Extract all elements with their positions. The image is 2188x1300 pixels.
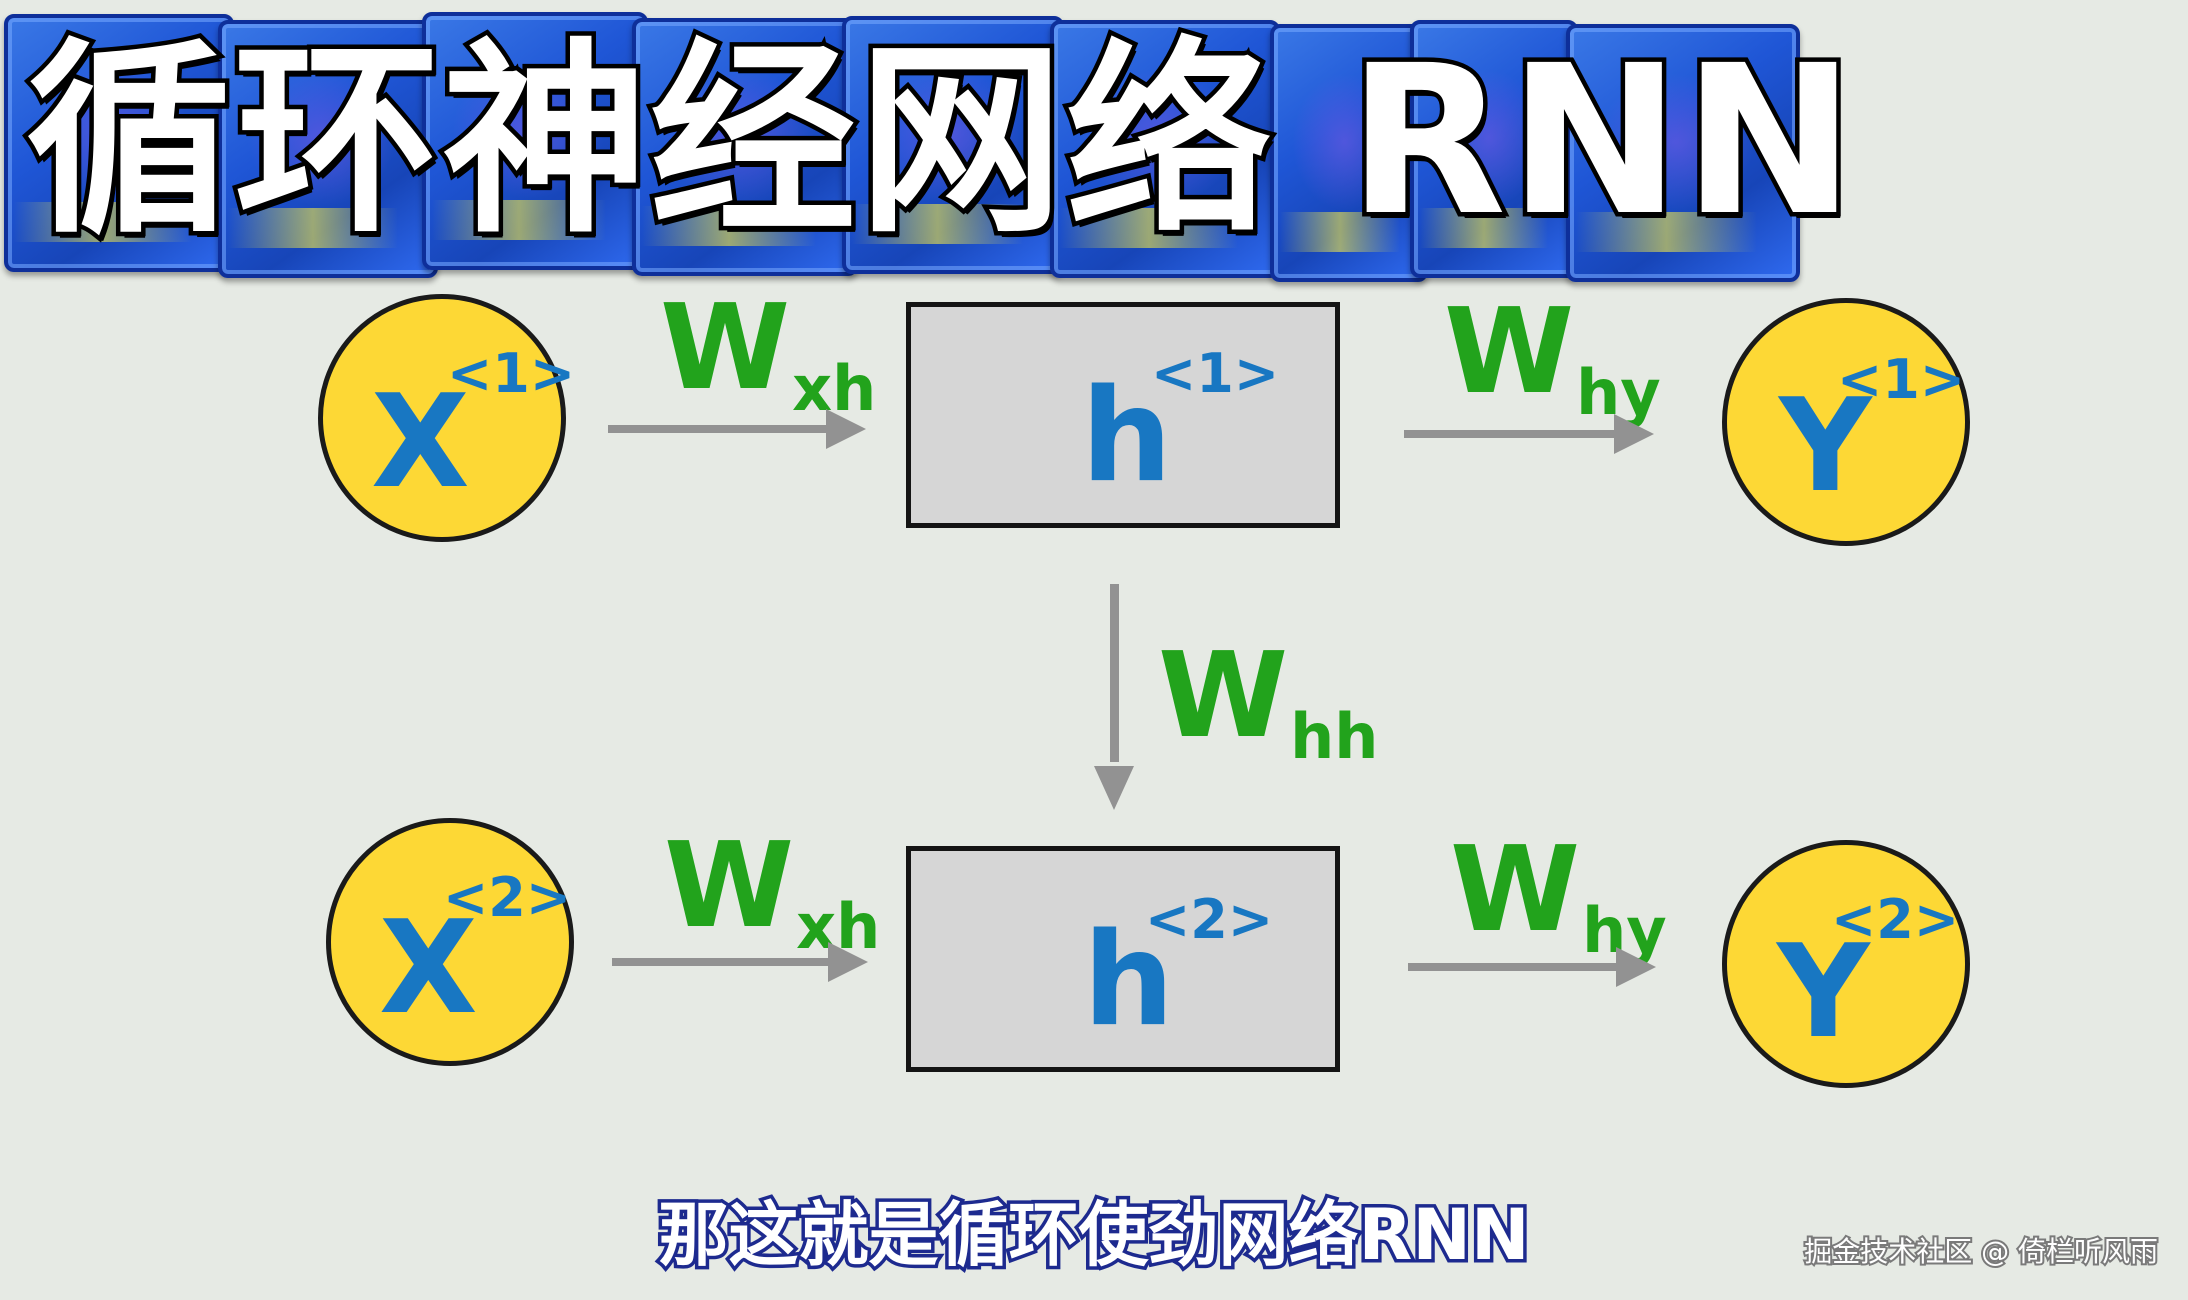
title-tile [1270, 24, 1428, 282]
subtitle-caption: 那这就是循环使劲网络RNN [655, 1191, 1533, 1280]
input-symbol: X [379, 894, 478, 1043]
hidden-state-h1: h <1> [906, 302, 1340, 528]
output-timestep: <1> [1837, 348, 1966, 411]
arrow-head [828, 942, 868, 982]
arrow-hidden-to-output-1 [1404, 430, 1618, 438]
watermark: 掘金技术社区 @ 倚栏听风雨 [1802, 1233, 2160, 1270]
output-symbol: Y [1777, 918, 1870, 1067]
output-timestep: <2> [1831, 888, 1960, 951]
input-timestep: <1> [447, 342, 576, 405]
page-title: 循环神经网络 RNN [21, 21, 1859, 261]
input-timestep: <2> [443, 866, 572, 929]
weight-label-whh: Whh [1158, 626, 1379, 773]
weight-label-wxh-2: Wxh [664, 816, 881, 963]
title-tile [422, 12, 648, 270]
title-tile [632, 18, 858, 276]
arrow-head [826, 409, 866, 449]
arrow-hidden-to-hidden [1110, 584, 1119, 762]
title-tile [1050, 20, 1280, 278]
input-node-x2: X <2> [326, 818, 574, 1066]
arrow-head [1616, 947, 1656, 987]
title-tile [1410, 20, 1578, 278]
arrow-input-to-hidden-1 [608, 425, 828, 433]
hidden-symbol: h [1081, 362, 1173, 511]
output-symbol: Y [1779, 372, 1872, 521]
title-banner: 循环神经网络 RNN [0, 12, 1860, 282]
weight-label-wxh-1: Wxh [660, 278, 877, 425]
arrow-hidden-to-output-2 [1408, 963, 1620, 971]
hidden-symbol: h [1083, 906, 1175, 1055]
weight-label-why-2: Why [1450, 820, 1667, 967]
arrow-input-to-hidden-2 [612, 958, 830, 966]
arrow-head [1094, 766, 1134, 810]
hidden-timestep: <1> [1151, 342, 1280, 405]
weight-label-why-1: Why [1444, 282, 1661, 429]
input-node-x1: X <1> [318, 294, 575, 542]
output-node-y1: Y <1> [1722, 298, 1970, 546]
arrow-head [1614, 414, 1654, 454]
hidden-state-h2: h <2> [906, 846, 1340, 1072]
output-node-y2: Y <2> [1722, 840, 1970, 1088]
hidden-timestep: <2> [1145, 888, 1274, 951]
title-tile [1566, 24, 1800, 282]
input-symbol: X [371, 368, 470, 517]
title-tile [4, 14, 234, 272]
